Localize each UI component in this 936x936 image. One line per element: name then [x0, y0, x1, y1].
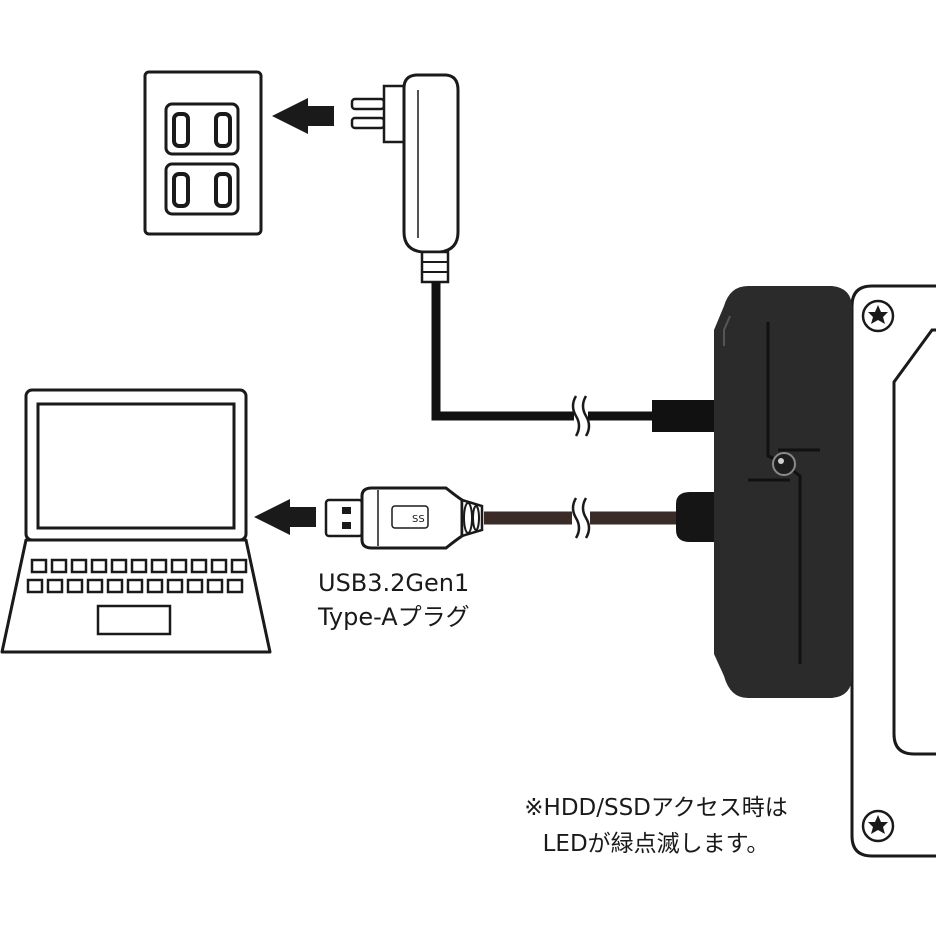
usb-plug-ss-marking: SS — [412, 514, 425, 525]
arrow-left-icon — [254, 499, 316, 535]
usb-cable — [484, 492, 714, 542]
usb-plug-label-line1: USB3.2Gen1 — [318, 569, 470, 597]
led-indicator — [772, 452, 796, 476]
led-note-line1: ※HDD/SSDアクセス時は — [524, 795, 788, 821]
led-note: ※HDD/SSDアクセス時は LEDが緑点滅します。 — [486, 790, 826, 862]
usb-plug-label-line2: Type-Aプラグ — [318, 603, 470, 631]
adapter-dock-icon — [714, 286, 852, 698]
screw-icon — [861, 299, 895, 333]
led-note-line2: LEDが緑点滅します。 — [542, 831, 770, 857]
usb-plug-label: USB3.2Gen1 Type-Aプラグ — [318, 566, 470, 634]
arrow-left-icon — [272, 98, 334, 134]
laptop-icon — [0, 388, 272, 654]
wall-outlet-icon — [143, 70, 263, 236]
usb-plug-icon: SS — [324, 486, 484, 550]
power-cable — [431, 282, 714, 437]
drive-icon — [850, 284, 936, 858]
ac-adapter-icon — [350, 73, 460, 284]
screw-icon — [861, 809, 895, 843]
